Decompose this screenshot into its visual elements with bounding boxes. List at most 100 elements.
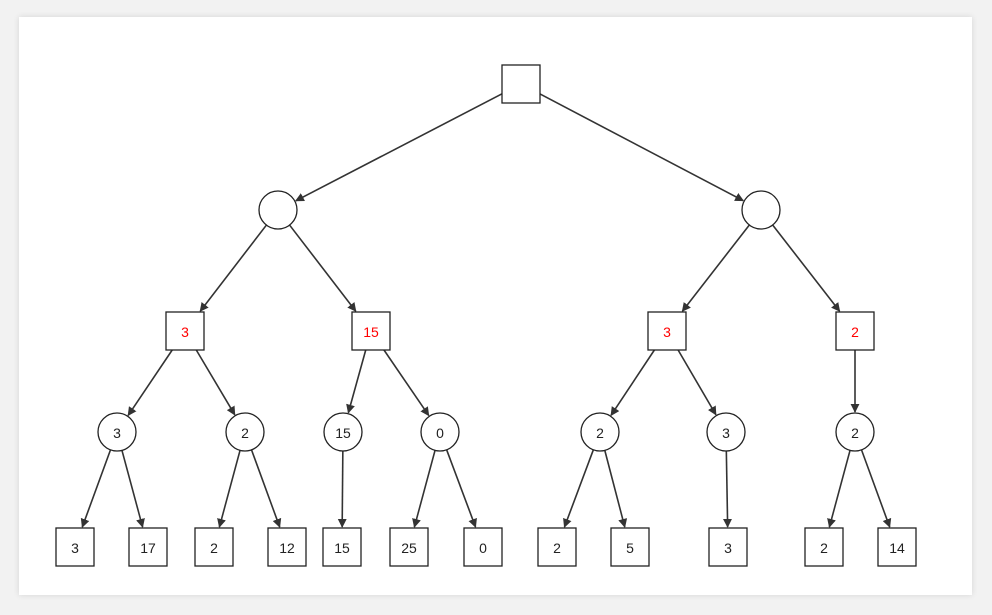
edge-sq-a-to-ci-a1: [127, 349, 173, 417]
node-lf-9: 5: [610, 527, 650, 567]
edge-c-right-to-sq-d: [772, 224, 841, 312]
edge-c-left-to-sq-a: [199, 224, 268, 312]
node-sq-c: 3: [647, 311, 687, 351]
node-label: 2: [851, 425, 859, 441]
edge-root-to-c-right: [539, 93, 745, 202]
edge-ci-b2-to-lf-7: [445, 449, 477, 528]
edge-c-right-to-sq-c: [681, 224, 750, 312]
edge-ci-b1-to-lf-5: [337, 450, 347, 528]
node-circle: [225, 412, 265, 452]
edge-ci-c2-to-lf-10: [723, 450, 733, 528]
node-square: [194, 527, 234, 567]
node-square: [267, 527, 307, 567]
node-circle: [835, 412, 875, 452]
edge-sq-c-to-ci-c1: [610, 349, 656, 417]
node-label: 3: [181, 324, 189, 340]
edge-ci-a1-to-lf-1: [80, 449, 112, 528]
node-ci-c1: 2: [580, 412, 620, 452]
node-lf-11: 2: [804, 527, 844, 567]
node-label: 2: [851, 324, 859, 340]
node-label: 2: [596, 425, 604, 441]
node-lf-10: 3: [708, 527, 748, 567]
node-square: [877, 527, 917, 567]
edge-ci-a1-to-lf-2: [121, 450, 145, 528]
node-square: [322, 527, 362, 567]
edge-ci-d1-to-lf-12: [860, 449, 892, 528]
node-ci-b1: 15: [323, 412, 363, 452]
node-sq-b: 15: [351, 311, 391, 351]
node-ci-c2: 3: [706, 412, 746, 452]
node-square: [804, 527, 844, 567]
edge-ci-b2-to-lf-6: [412, 450, 436, 528]
edge-ci-c1-to-lf-9: [604, 450, 628, 528]
node-lf-3: 2: [194, 527, 234, 567]
node-square: [708, 527, 748, 567]
node-label: 5: [626, 540, 634, 556]
node-circle: [706, 412, 746, 452]
node-label: 3: [113, 425, 121, 441]
node-label: 2: [210, 540, 218, 556]
edge-sq-b-to-ci-b2: [383, 349, 430, 417]
node-label: 15: [334, 540, 350, 556]
node-lf-6: 25: [389, 527, 429, 567]
node-lf-12: 14: [877, 527, 917, 567]
node-lf-4: 12: [267, 527, 307, 567]
node-sq-d: 2: [835, 311, 875, 351]
node-c-left: [258, 190, 298, 230]
edge-sq-a-to-ci-a2: [195, 349, 236, 416]
node-square: [501, 64, 541, 104]
edge-ci-a2-to-lf-4: [250, 449, 282, 528]
edges-layer: [80, 93, 892, 528]
node-square: [165, 311, 205, 351]
node-label: 0: [479, 540, 487, 556]
node-ci-a1: 3: [97, 412, 137, 452]
node-ci-a2: 2: [225, 412, 265, 452]
edge-sq-b-to-ci-b1: [346, 349, 367, 414]
node-circle: [741, 190, 781, 230]
edge-ci-d1-to-lf-11: [827, 450, 851, 528]
node-circle: [97, 412, 137, 452]
node-ci-b2: 0: [420, 412, 460, 452]
node-label: 14: [889, 540, 905, 556]
node-label: 15: [335, 425, 351, 441]
node-square: [647, 311, 687, 351]
node-square: [389, 527, 429, 567]
node-label: 2: [553, 540, 561, 556]
edge-root-to-c-left: [294, 93, 503, 202]
node-label: 12: [279, 540, 295, 556]
edge-c-left-to-sq-b: [288, 224, 357, 312]
edge-ci-c1-to-lf-8: [563, 449, 595, 528]
node-circle: [323, 412, 363, 452]
node-label: 2: [241, 425, 249, 441]
node-square: [463, 527, 503, 567]
node-label: 15: [363, 324, 379, 340]
node-label: 0: [436, 425, 444, 441]
node-square: [55, 527, 95, 567]
node-lf-1: 3: [55, 527, 95, 567]
node-label: 17: [140, 540, 156, 556]
node-square: [610, 527, 650, 567]
node-circle: [258, 190, 298, 230]
node-root: [501, 64, 541, 104]
node-lf-7: 0: [463, 527, 503, 567]
node-c-right: [741, 190, 781, 230]
node-label: 3: [663, 324, 671, 340]
edge-sq-c-to-ci-c2: [677, 349, 717, 416]
node-label: 3: [722, 425, 730, 441]
node-label: 3: [71, 540, 79, 556]
node-lf-5: 15: [322, 527, 362, 567]
node-label: 25: [401, 540, 417, 556]
node-circle: [420, 412, 460, 452]
node-square: [128, 527, 168, 567]
node-ci-d1: 2: [835, 412, 875, 452]
node-label: 2: [820, 540, 828, 556]
node-square: [351, 311, 391, 351]
node-circle: [580, 412, 620, 452]
node-lf-2: 17: [128, 527, 168, 567]
node-label: 3: [724, 540, 732, 556]
edge-ci-a2-to-lf-3: [217, 450, 241, 528]
node-square: [537, 527, 577, 567]
